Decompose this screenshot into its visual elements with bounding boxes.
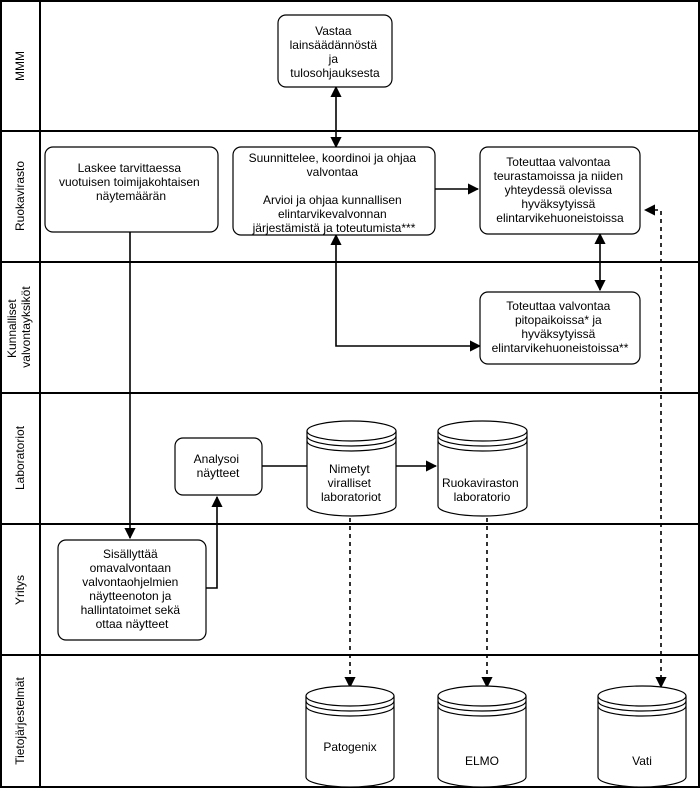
text-line: Analysoi <box>194 452 239 466</box>
connector-vati-toteuttaa-ruoka <box>643 204 667 689</box>
text-line: näytemäärän <box>96 189 166 203</box>
vati-label: Vati <box>632 754 652 768</box>
text-line: laboratoriot <box>321 490 382 504</box>
sisallyttaa-omavalvontaan-box <box>57 539 207 641</box>
text-line: hallintatoimet sekä <box>81 603 181 617</box>
text-line: Suunnittelee, koordinoi ja ohjaa <box>249 151 417 165</box>
text-line: viralliset <box>328 476 372 490</box>
text-line: elintarvikehuoneistoissa** <box>492 341 629 355</box>
analysoi-naytteet-box <box>174 437 263 496</box>
process-boxes <box>44 14 641 641</box>
text-line: hyväksytyissä <box>521 197 595 211</box>
laskee-naytemaara-text: Laskee tarvittaessa vuotuisen toimijakoh… <box>59 161 203 203</box>
text-line: laboratorio <box>454 490 511 504</box>
nimetyt-laboratoriot-database-icon <box>306 420 397 517</box>
text-line: Laskee tarvittaessa <box>78 161 182 175</box>
elmo-database-icon <box>437 685 527 788</box>
text-line: valvontaa <box>307 165 359 179</box>
nimetyt-laboratoriot-text: Nimetyt viralliset laboratoriot <box>321 462 382 504</box>
mmm-responsibility-box <box>277 14 393 88</box>
text-line: elintarvikevalvonnan <box>278 207 387 221</box>
text-line: Nimetyt <box>329 462 370 476</box>
text-line: valvontaohjelmien <box>82 575 178 589</box>
lane-label-mmm: MMM <box>13 51 27 81</box>
text-line: näytteet <box>197 466 240 480</box>
lane-label-tietojarjestelmat: Tietojärjestelmät <box>13 677 27 765</box>
text-line: Toteuttaa valvontaa <box>506 155 610 169</box>
text-line: näytteenoton ja <box>89 589 171 603</box>
ruokaviraston-laboratorio-text: Ruokaviraston laboratorio <box>442 476 522 504</box>
vati-database-icon <box>597 685 687 788</box>
mmm-responsibility-text: Vastaa lainsäädännöstä ja tulosohjaukses… <box>290 24 381 80</box>
elmo-label: ELMO <box>465 754 499 768</box>
text-line: Vastaa <box>315 24 352 38</box>
toteuttaa-valvontaa-kunta-box <box>479 291 641 365</box>
toteuttaa-valvontaa-ruokavirasto-box <box>479 146 641 235</box>
sisallyttaa-omavalvontaan-text: Sisällyttää omavalvontaan valvontaohjelm… <box>81 547 184 631</box>
patogenix-label: Patogenix <box>323 740 376 754</box>
text-line: Sisällyttää <box>103 547 158 561</box>
connector-sisallyttaa-analysoi <box>206 495 223 589</box>
lane-label-yritys: Yritys <box>13 575 27 605</box>
lane-label-laboratoriot: Laboratoriot <box>13 425 27 490</box>
lane-labels: MMM Ruokavirasto Kunnalliset valvontayks… <box>5 51 33 765</box>
analysoi-naytteet-text: Analysoi näytteet <box>194 452 243 480</box>
database-cylinders <box>305 420 687 788</box>
ruokaviraston-laboratorio-database-icon <box>437 420 528 517</box>
text-line: yhteydessä olevissa <box>505 183 613 197</box>
text-line: ottaa näytteet <box>96 617 169 631</box>
text-line: järjestämistä ja toteutumista*** <box>252 221 416 235</box>
text-line: vuotuisen toimijakohtaisen <box>59 175 200 189</box>
suunnittelee-ohjaa-box <box>232 146 436 236</box>
text-line: Toteuttaa valvontaa <box>506 299 610 313</box>
text-line: lainsäädännöstä <box>290 38 378 52</box>
toteuttaa-valvontaa-ruokavirasto-text: Toteuttaa valvontaa teurastamoissa ja ni… <box>494 155 627 225</box>
text-line: elintarvikehuoneistoissa <box>496 211 624 225</box>
text-line: pitopaikoissa* ja <box>515 313 602 327</box>
text-line: omavalvontaan <box>90 561 171 575</box>
connectors <box>124 85 667 689</box>
toteuttaa-valvontaa-kunta-text: Toteuttaa valvontaa pitopaikoissa* ja hy… <box>492 299 629 355</box>
lane-label-kunnalliset: Kunnalliset valvontayksiköt <box>5 286 33 368</box>
lane-label-line: Kunnalliset <box>5 299 19 358</box>
lane-label-line: valvontayksiköt <box>19 286 33 368</box>
suunnittelee-ohjaa-text: Suunnittelee, koordinoi ja ohjaa valvont… <box>249 151 420 235</box>
lane-label-ruokavirasto: Ruokavirasto <box>13 161 27 231</box>
laskee-naytemaara-box <box>44 146 219 233</box>
connector-suunnittelee-toteuttaa-kunta <box>330 233 482 352</box>
text-line: Ruokaviraston <box>442 476 519 490</box>
text-line: hyväksytyissä <box>521 327 595 341</box>
node-labels: Vastaa lainsäädännöstä ja tulosohjaukses… <box>59 24 652 768</box>
patogenix-database-icon <box>305 685 395 788</box>
text-line: tulosohjauksesta <box>290 66 380 80</box>
text-line: ja <box>328 52 339 66</box>
text-line: teurastamoissa ja niiden <box>494 169 623 183</box>
text-line: Arvioi ja ohjaa kunnallisen <box>263 193 402 207</box>
